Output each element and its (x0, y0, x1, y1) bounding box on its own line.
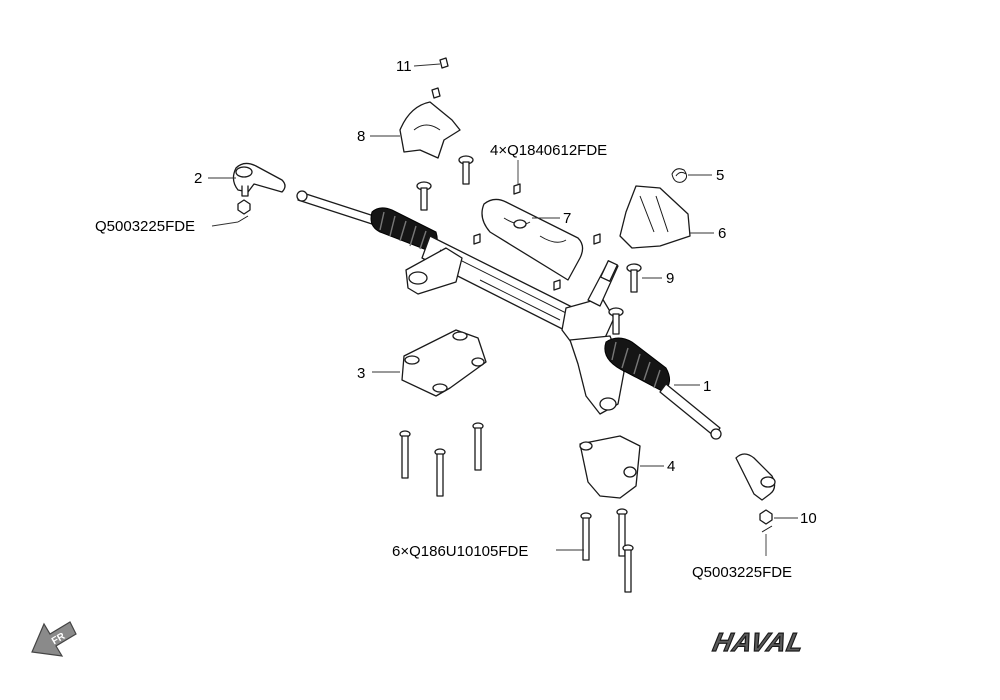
clip-spring[interactable] (671, 168, 688, 183)
part-code-bolts-bottom: 6×Q186U10105FDE (392, 543, 528, 560)
cotter-pin-left (237, 215, 249, 223)
callout-9: 9 (666, 270, 674, 287)
callout-1: 1 (703, 378, 711, 395)
cotter-pin-right (761, 525, 773, 533)
callout-5: 5 (716, 167, 724, 184)
callout-4: 4 (667, 458, 675, 475)
bolt-upper-left[interactable] (458, 155, 474, 185)
long-bolt-5[interactable] (616, 508, 628, 557)
shield-screws[interactable] (473, 183, 601, 291)
callout-7: 7 (563, 210, 571, 227)
callout-11: 11 (396, 58, 412, 75)
tie-rod-nut-left[interactable] (237, 199, 251, 215)
front-direction-arrow-icon: FR (31, 621, 77, 657)
callout-3: 3 (357, 365, 365, 382)
callout-6: 6 (718, 225, 726, 242)
long-bolt-1[interactable] (399, 430, 411, 479)
mount-bracket-left[interactable] (401, 329, 487, 397)
mount-bracket-right[interactable] (579, 435, 641, 499)
bolt-upper-left-2[interactable] (416, 181, 432, 211)
long-bolt-2[interactable] (434, 448, 446, 497)
tie-rod-nut-right[interactable] (759, 509, 773, 525)
callout-8: 8 (357, 128, 365, 145)
bolt-center[interactable] (608, 307, 624, 335)
upper-bracket-cover[interactable] (399, 101, 461, 159)
part-code-tie-rod-left: Q5003225FDE (95, 218, 195, 235)
long-bolt-6[interactable] (622, 544, 634, 593)
bolt-part-9[interactable] (626, 263, 642, 293)
small-bolt-top[interactable] (431, 57, 449, 99)
heat-shield[interactable] (481, 198, 584, 281)
part-code-bolts-top: 4×Q1840612FDE (490, 142, 607, 159)
part-code-tie-rod-right: Q5003225FDE (692, 564, 792, 581)
brand-logo-text: HAVAL (710, 627, 807, 657)
tie-rod-end-right[interactable] (735, 453, 776, 501)
leader-lines (208, 63, 798, 556)
long-bolt-4[interactable] (580, 512, 592, 561)
callout-2: 2 (194, 170, 202, 187)
steering-rack-assembly[interactable] (296, 190, 722, 440)
brand-logo: HAVAL (710, 627, 808, 658)
tie-rod-end-left[interactable] (232, 162, 286, 197)
pinion-cover[interactable] (619, 185, 691, 249)
callout-10: 10 (800, 510, 817, 527)
long-bolt-3[interactable] (472, 422, 484, 471)
